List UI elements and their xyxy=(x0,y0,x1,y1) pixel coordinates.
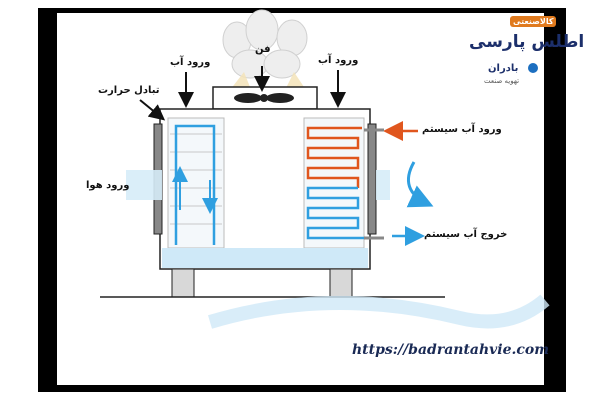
brand-name: اطلس پارسی xyxy=(469,32,585,52)
fan-icon xyxy=(234,93,294,103)
label-system-water-out: خروج آب سیستم xyxy=(424,229,508,240)
leg-right xyxy=(329,268,353,298)
label-fan: فن xyxy=(255,44,271,55)
heat-exchange-arrow xyxy=(139,99,166,121)
steam-cloud xyxy=(222,9,308,79)
label-water-in-right: ورود آب xyxy=(318,55,359,66)
website-url[interactable]: https://badrantahvie.com xyxy=(352,342,550,358)
label-heat-exchange: تبادل حرارت xyxy=(98,85,160,96)
air-inlet-band-right xyxy=(376,170,390,200)
water-basin xyxy=(162,248,368,268)
air-inlet-band-left xyxy=(126,170,162,200)
label-water-in-left: ورود آب xyxy=(170,57,211,68)
badran-logo-icon xyxy=(528,63,538,73)
brand-logo2-sub: تهویه صنعت xyxy=(484,77,520,85)
ground-wave xyxy=(207,294,550,329)
curved-air-arrow xyxy=(406,161,434,208)
label-system-water-in: ورود آب سیستم xyxy=(422,124,502,135)
hot-coil xyxy=(306,126,362,188)
right-coil-section xyxy=(303,117,365,249)
water-loop-left xyxy=(174,124,216,245)
leg-left xyxy=(171,268,195,298)
louvre-right xyxy=(367,123,377,235)
label-air-in: ورود هوا xyxy=(86,180,130,191)
cold-coil xyxy=(306,186,364,240)
brand-tag: کالاصنعتی xyxy=(510,16,557,27)
brand-logo2: بادران xyxy=(488,63,519,74)
